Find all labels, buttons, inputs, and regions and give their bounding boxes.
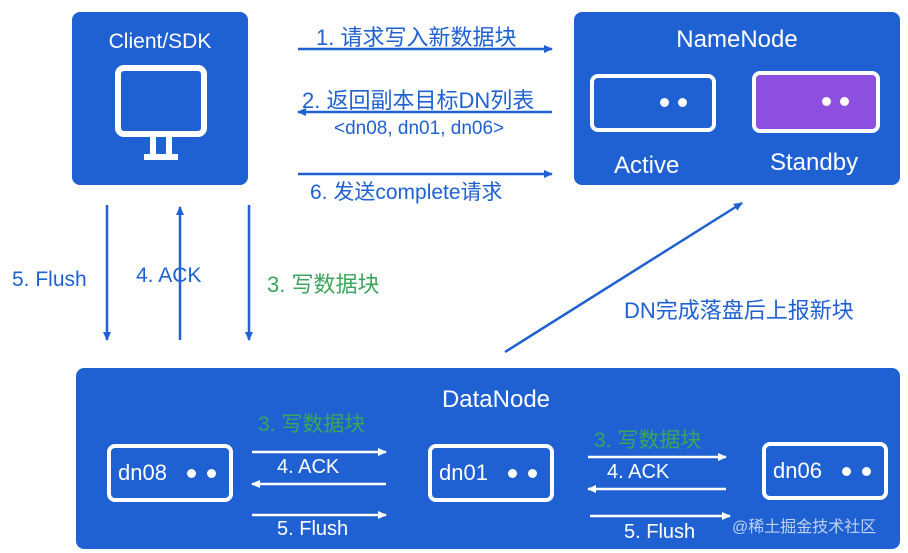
active-label: Active: [614, 152, 680, 179]
label-request-write: 1. 请求写入新数据块: [316, 25, 517, 50]
active-server-icon: [590, 74, 716, 132]
pipeline-flush-1: 5. Flush: [277, 518, 349, 540]
dn01-label: dn01: [439, 460, 488, 485]
dn06-node: dn06: [762, 442, 888, 500]
monitor-icon: [115, 65, 207, 160]
label-return-list: 2. 返回副本目标DN列表: [302, 88, 535, 113]
datanode-title: DataNode: [441, 386, 551, 413]
label-complete: 6. 发送complete请求: [310, 181, 503, 204]
pipeline-write-2: 3. 写数据块: [594, 429, 702, 452]
namenode-title: NameNode: [676, 26, 798, 53]
dn08-label: dn08: [118, 460, 167, 485]
dn06-label: dn06: [773, 458, 822, 483]
label-write-block: 3. 写数据块: [267, 272, 380, 297]
namenode-box: NameNode Active Standby: [574, 12, 900, 185]
label-dn-list: <dn08, dn01, dn06>: [334, 118, 505, 139]
standby-server-icon: [752, 71, 880, 133]
label-report: DN完成落盘后上报新块: [624, 298, 854, 323]
label-ack: 4. ACK: [136, 264, 202, 287]
label-flush: 5. Flush: [12, 268, 87, 291]
standby-label: Standby: [770, 149, 859, 176]
pipeline-ack-1: 4. ACK: [277, 456, 340, 478]
pipeline-flush-2: 5. Flush: [624, 521, 696, 543]
dn01-node: dn01: [428, 444, 554, 502]
pipeline-ack-2: 4. ACK: [607, 461, 670, 483]
dn08-node: dn08: [107, 444, 233, 502]
pipeline-write-1: 3. 写数据块: [258, 413, 366, 436]
arrow-report: [504, 201, 743, 354]
client-sdk-box: Client/SDK: [72, 12, 248, 185]
client-title: Client/SDK: [108, 30, 212, 53]
watermark: @稀土掘金技术社区: [732, 519, 877, 536]
